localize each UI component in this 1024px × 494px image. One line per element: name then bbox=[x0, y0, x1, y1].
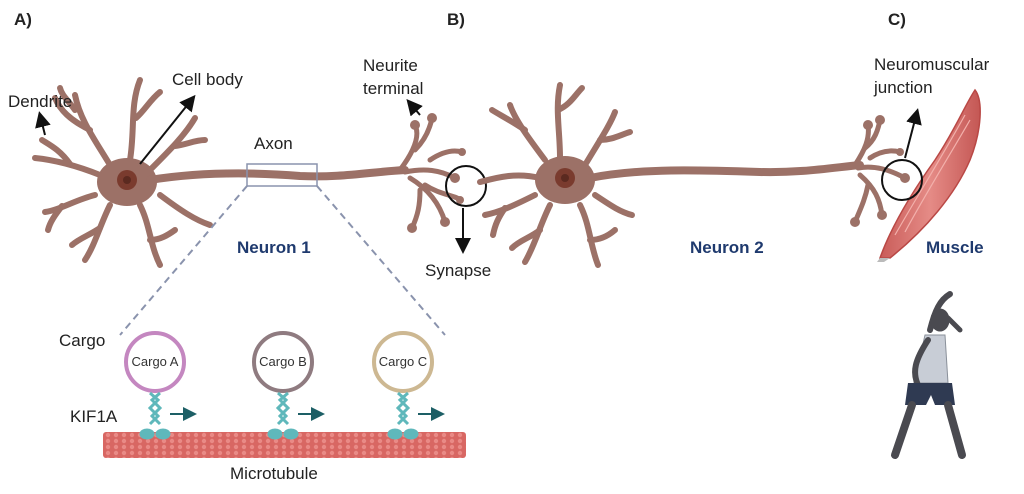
muscle-fiber bbox=[877, 88, 981, 262]
dendrite-label: Dendrite bbox=[8, 92, 73, 111]
neuron-1-terminal bbox=[397, 115, 465, 231]
neuron-1-axon bbox=[146, 166, 409, 184]
person-figure bbox=[891, 291, 966, 459]
cargo-label: Cargo bbox=[59, 331, 106, 350]
muscle-label: Muscle bbox=[926, 238, 984, 257]
nmj-label-line2: junction bbox=[874, 78, 933, 97]
microtubule-label: Microtubule bbox=[230, 464, 318, 483]
neuron-1-label: Neuron 1 bbox=[237, 238, 311, 257]
kif1a-motor-3 bbox=[387, 391, 419, 440]
neurite-terminal-label-line2: terminal bbox=[363, 79, 424, 98]
nmj-circle bbox=[881, 159, 923, 201]
neuron-2-label: Neuron 2 bbox=[690, 238, 764, 257]
cargo-a bbox=[124, 331, 186, 393]
kif1a-motor-1 bbox=[139, 391, 171, 440]
neuron-2-dendrites bbox=[477, 82, 635, 268]
neuron-1 bbox=[32, 77, 466, 268]
nmj-label-line1: Neuromuscular bbox=[874, 55, 990, 74]
panel-label-c: C) bbox=[888, 10, 906, 29]
cargo-c bbox=[372, 331, 434, 393]
cargo-b bbox=[252, 331, 314, 393]
axon-label: Axon bbox=[254, 134, 293, 153]
synapse-circle bbox=[445, 165, 487, 207]
cargo-b-label: Cargo B bbox=[259, 354, 307, 369]
panel-label-a: A) bbox=[14, 10, 32, 29]
neuron-2-axon bbox=[586, 161, 864, 182]
kif1a-motor-2 bbox=[267, 391, 299, 440]
panel-label-b: B) bbox=[447, 10, 465, 29]
synapse-label: Synapse bbox=[425, 261, 492, 280]
axon-zoom-box bbox=[246, 163, 318, 187]
cargo-a-label: Cargo A bbox=[131, 354, 179, 369]
neurite-terminal-label-line1: Neurite bbox=[363, 56, 418, 75]
cell-body-label: Cell body bbox=[172, 70, 243, 89]
microtubule bbox=[103, 432, 466, 458]
kif1a-label: KIF1A bbox=[70, 407, 118, 426]
neuron-2 bbox=[477, 82, 910, 268]
neuron-1-dendrites bbox=[32, 77, 213, 268]
cargo-c-label: Cargo C bbox=[378, 354, 428, 369]
